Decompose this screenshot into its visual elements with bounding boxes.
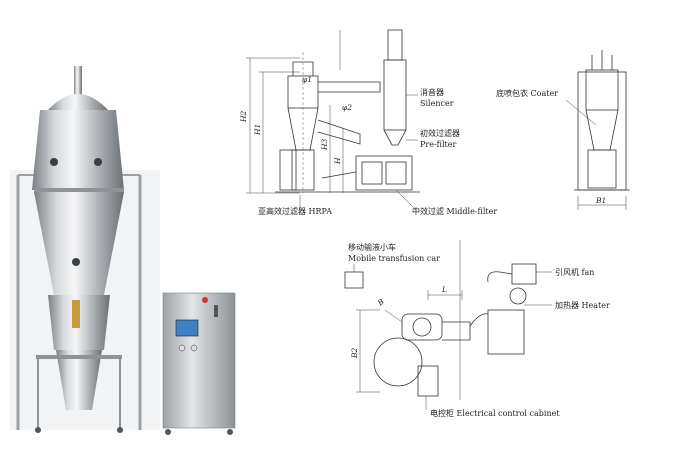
fan-plan [511, 263, 537, 285]
dim-label-phi1: φ1 [302, 75, 312, 84]
label-fan: 引风机 fan [555, 267, 594, 277]
front-tower-cone [585, 109, 619, 151]
caster-wheel [35, 427, 41, 433]
front-tower-upper [585, 69, 619, 111]
chamber-flange [34, 188, 124, 192]
tower-plan-circle [373, 337, 423, 387]
dim-label-l: L [441, 285, 447, 294]
label-prefilter-cn: 初效过滤器 [420, 128, 460, 138]
label-middle-filter: 中效过滤 Middle-filter [412, 206, 497, 216]
prefilter-box [355, 155, 413, 191]
touch-screen [175, 319, 199, 337]
plan-view-drawing: 移动输液小车 Mobile transfusion car B L B2 [344, 240, 610, 418]
label-car-cn: 移动输液小车 [348, 242, 396, 252]
plan-duct [442, 321, 471, 341]
front-frame [577, 71, 627, 191]
dim-label-h1: H1 [253, 124, 262, 136]
label-prefilter-en: Pre-filter [420, 140, 456, 149]
machine-photo [10, 66, 236, 435]
dim-label-h2: H2 [239, 110, 248, 123]
dim-label-b: B [375, 297, 386, 308]
label-heater: 加热器 Heater [555, 300, 610, 310]
dim-label-phi2: φ2 [342, 103, 352, 112]
side-elevation-drawing: H2 H1 H3 H φ1 φ2 消音器 Silencer [239, 29, 497, 216]
transfusion-car [344, 271, 364, 289]
sight-glass-center [72, 258, 80, 266]
air-inlet-cone [56, 350, 102, 410]
dim-label-h: H [333, 157, 342, 165]
sight-glass-left [50, 158, 58, 166]
front-elevation-drawing: B1 底喷包衣 Coater [496, 50, 630, 210]
silencer-body [383, 59, 407, 131]
duct-lower [317, 119, 361, 145]
bowl-window [72, 300, 80, 328]
bowl-plan [401, 313, 443, 341]
dim-label-b1: B1 [595, 196, 606, 205]
caster-wheel [117, 427, 123, 433]
duct-top [318, 81, 381, 93]
dim-label-b2: B2 [350, 347, 359, 359]
dim-label-h3: H3 [320, 138, 329, 151]
gauge-icon [190, 344, 198, 352]
label-silencer-cn: 消音器 [420, 87, 444, 97]
caster-wheel [227, 429, 233, 435]
upper-chamber [32, 110, 124, 190]
label-car-en: Mobile transfusion car [348, 254, 440, 263]
label-silencer-en: Silencer [420, 99, 454, 108]
exhaust-pipe [74, 66, 82, 96]
caster-wheel [165, 429, 171, 435]
gauge-icon [178, 344, 186, 352]
heater-plan [487, 309, 525, 355]
label-hrpa: 亚高效过滤器 HRPA [258, 206, 332, 216]
expansion-cone [34, 192, 124, 295]
cabinet-handle [214, 305, 218, 317]
front-tower-base [587, 149, 617, 189]
label-coater: 底喷包衣 Coater [496, 88, 558, 98]
sight-glass-right [94, 158, 102, 166]
frame-base [279, 149, 297, 191]
top-dome [48, 94, 108, 110]
control-cabinet-photo [162, 292, 236, 429]
indicator-lamp [202, 297, 208, 303]
bowl-cart-rail [36, 355, 122, 359]
cabinet-plan [417, 365, 439, 397]
label-cabinet: 电控柜 Electrical control cabinet [430, 408, 560, 418]
